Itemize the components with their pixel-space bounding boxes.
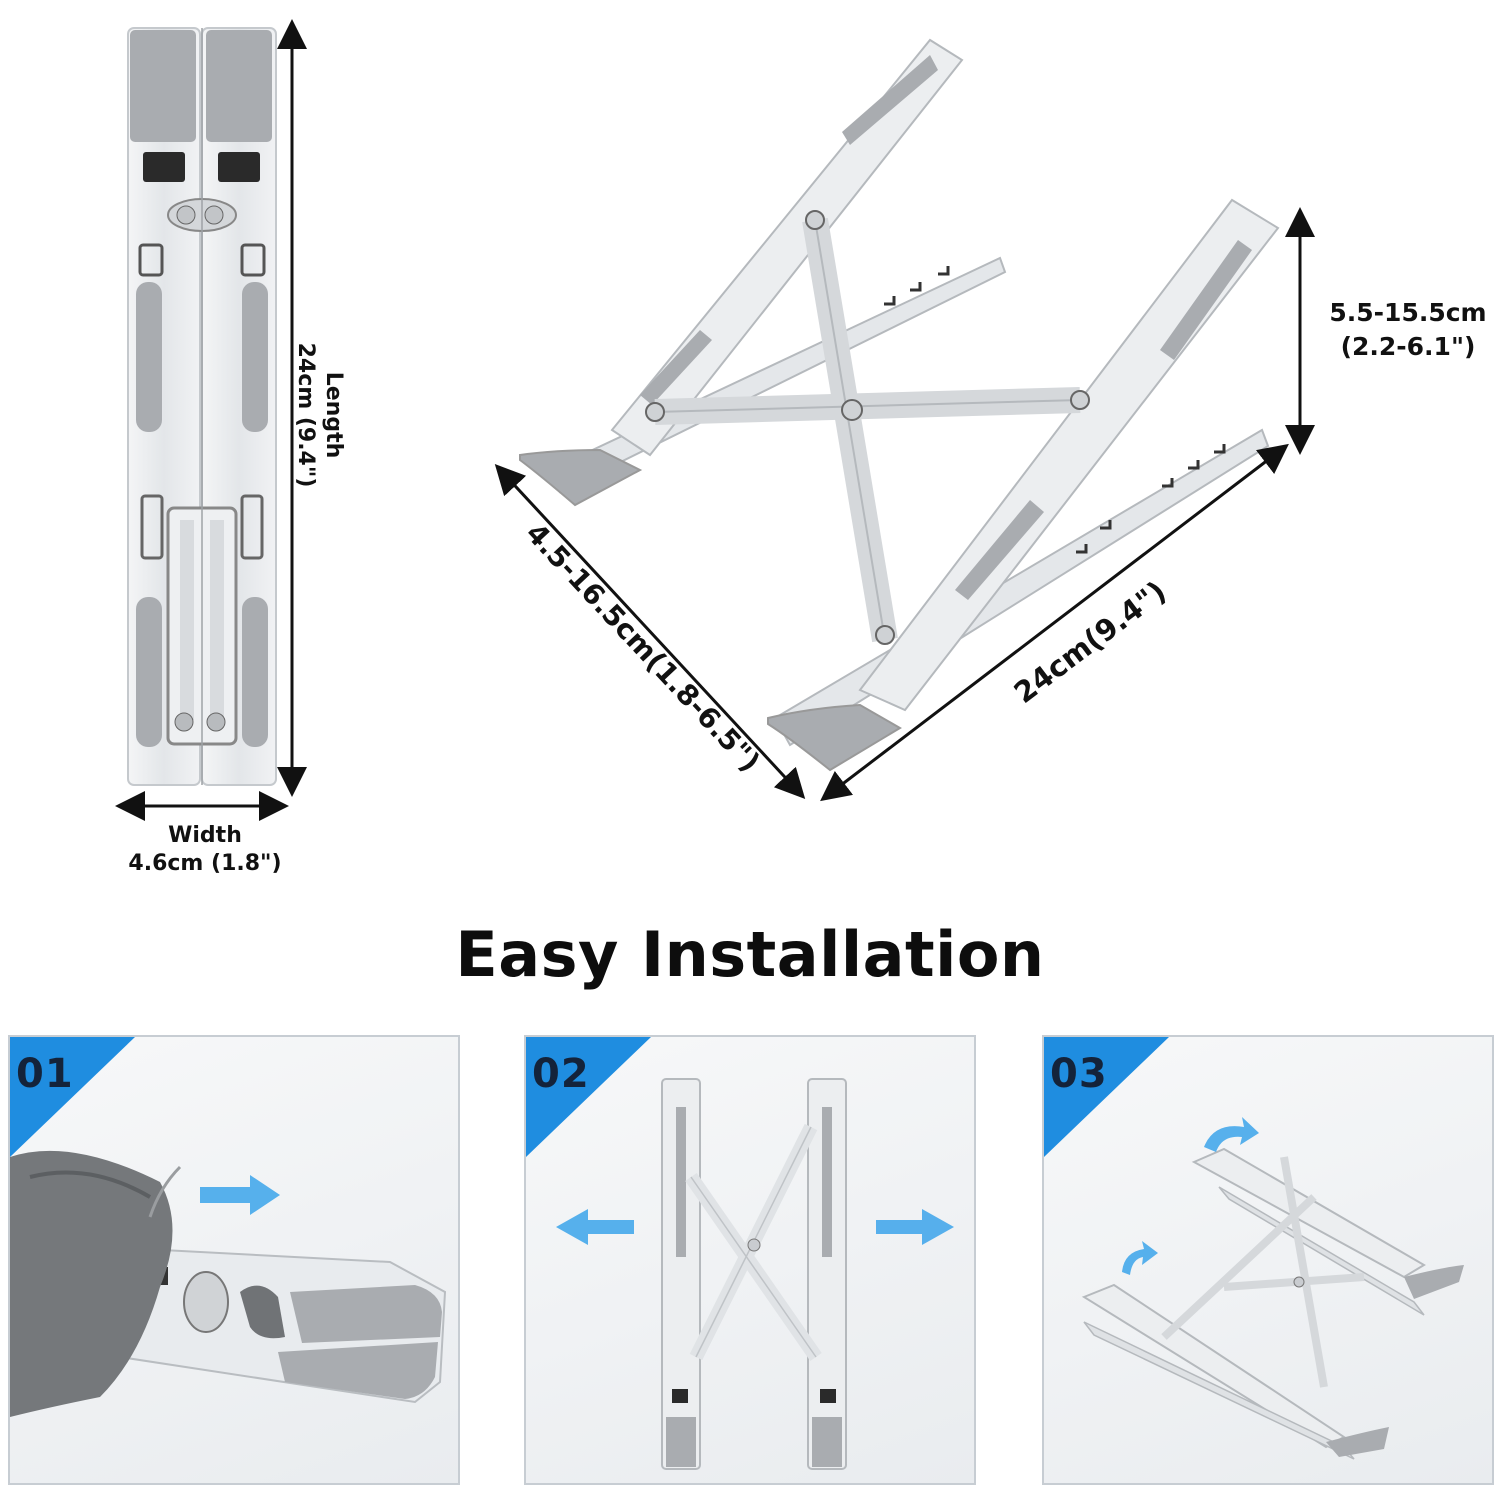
width-value-text: 4.6cm (1.8") <box>128 851 282 876</box>
folded-stand-illustration <box>115 18 307 821</box>
step-panel-01: 01 <box>8 1035 460 1485</box>
height-value-metric: 5.5-15.5cm <box>1329 298 1487 327</box>
step-panel-03: 03 <box>1042 1035 1494 1485</box>
step-03-illustration <box>1044 1037 1464 1460</box>
width-dimension-label: Width 4.6cm (1.8") <box>110 822 300 878</box>
raise-front-arrow <box>1122 1241 1158 1275</box>
step-number-01: 01 <box>16 1051 74 1097</box>
expand-left-arrow <box>556 1209 634 1245</box>
raise-rear-arrow <box>1204 1117 1259 1152</box>
pull-direction-arrow <box>200 1175 280 1215</box>
depth-dimension-arrow <box>494 463 806 800</box>
step-01-illustration <box>10 1037 447 1417</box>
step-number-02: 02 <box>532 1051 590 1097</box>
width-label-text: Width <box>168 823 242 848</box>
section-title: Easy Installation <box>455 918 1045 991</box>
height-dimension-label: 5.5-15.5cm (2.2-6.1") <box>1318 296 1498 364</box>
open-stand-illustration <box>494 38 1315 802</box>
step-number-03: 03 <box>1050 1051 1108 1097</box>
step-02-illustration <box>526 1037 954 1470</box>
height-value-imperial: (2.2-6.1") <box>1340 332 1476 361</box>
step-panel-02: 02 <box>524 1035 976 1485</box>
base-length-dimension-arrow <box>820 443 1289 802</box>
expand-right-arrow <box>876 1209 954 1245</box>
